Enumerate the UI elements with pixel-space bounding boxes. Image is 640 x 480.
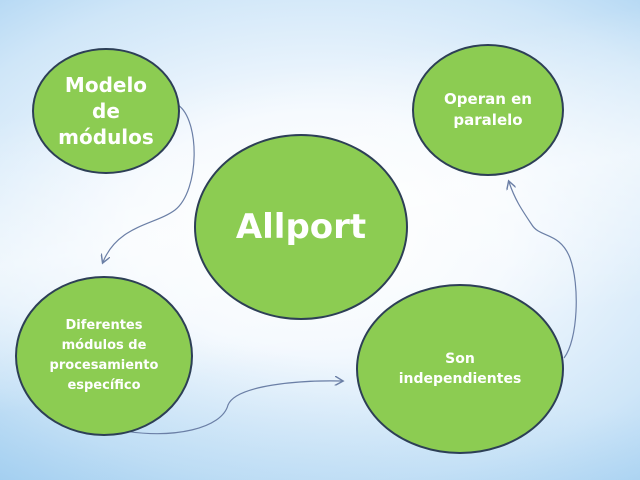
node-label: Modelo de módulos xyxy=(58,73,154,149)
node-allport-center: Allport xyxy=(194,134,408,320)
node-operan-en-paralelo: Operan en paralelo xyxy=(412,44,564,176)
node-label: Son independientes xyxy=(398,351,522,387)
arrow-son-to-operan xyxy=(509,182,577,359)
node-modelo-de-modulos: Modelo de módulos xyxy=(32,48,180,174)
arrow-diferentes-to-son xyxy=(117,381,342,435)
arrow-modelo-to-diferentes xyxy=(103,104,195,262)
node-label: Operan en paralelo xyxy=(444,90,532,129)
node-label: Diferentes módulos de procesamiento espe… xyxy=(49,318,159,393)
center-label: Allport xyxy=(235,207,367,247)
node-son-independientes: Son independientes xyxy=(356,284,564,454)
node-diferentes-modulos: Diferentes módulos de procesamiento espe… xyxy=(15,276,193,436)
